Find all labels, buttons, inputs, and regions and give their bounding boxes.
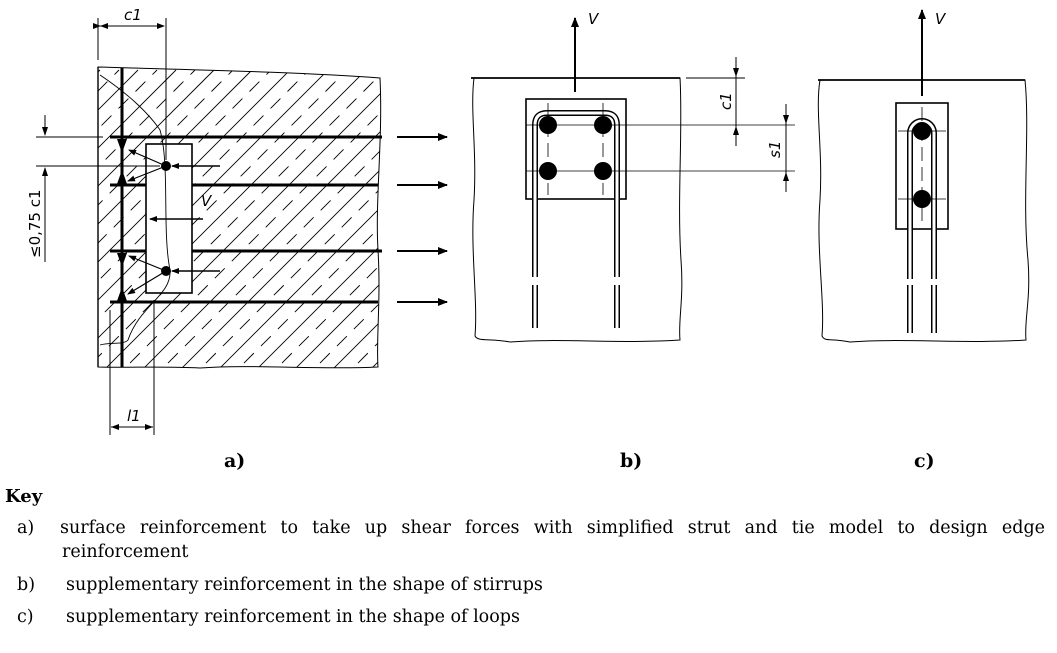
dimension-label-s1: s1: [766, 141, 784, 158]
panel-b-drawing: V c1 s1: [471, 10, 795, 343]
reinforcement-figure: V c1 ≤0,75 c1 l1: [26, 6, 1030, 435]
hatch-line: [169, 69, 381, 368]
panel-label-c: c): [914, 450, 935, 472]
dimension-label-c1: c1: [124, 6, 142, 24]
breakout-cone-curve: [99, 74, 171, 346]
dimension-label-spacing: ≤0,75 c1: [26, 189, 44, 258]
dimension-label-c1: c1: [717, 92, 735, 110]
concrete-member-outline: [817, 79, 1030, 343]
hatch-line: [321, 69, 381, 368]
hatch-line: [98, 69, 291, 368]
force-label-v: V: [201, 192, 213, 210]
hatch-line: [98, 69, 196, 368]
concrete-outline: [97, 66, 382, 369]
panel-a-drawing: V c1 ≤0,75 c1 l1: [26, 6, 784, 435]
key-title: Key: [5, 486, 43, 507]
hatch-line: [98, 69, 158, 368]
dimension-c1: [93, 18, 167, 160]
force-label-v: V: [935, 10, 947, 28]
key-text: supplementary reinforcement in the shape…: [66, 575, 543, 595]
dimension-label-l1: l1: [127, 407, 141, 425]
hatch-line: [436, 70, 746, 380]
hatch-line: [474, 70, 784, 380]
load-arrows: [397, 133, 448, 306]
panel-c-drawing: V: [817, 9, 1030, 343]
hatch-line: [98, 69, 381, 368]
hatch-line: [98, 69, 101, 368]
force-label-v: V: [588, 10, 600, 28]
hatch-line: [150, 69, 381, 368]
concrete-member-outline: [471, 77, 683, 343]
anchors: [539, 116, 612, 180]
hatch-line: [207, 69, 381, 368]
key-text-continued: reinforcement: [62, 542, 189, 562]
key-letter: c): [17, 607, 34, 627]
anchor-point: [913, 190, 931, 208]
hatch-line: [98, 69, 215, 368]
hatch-line: [359, 69, 381, 368]
hatch-line: [98, 69, 381, 368]
hatch-line: [283, 69, 381, 368]
hatch-line: [131, 69, 381, 368]
hatch-line: [98, 69, 367, 368]
hatch-line: [245, 69, 381, 368]
hatch-line: [398, 70, 708, 380]
dimension-spacing: [36, 115, 160, 262]
hatch-line: [188, 69, 381, 368]
dimension-l1: [109, 300, 155, 435]
key-letter: b): [17, 575, 36, 595]
anchor-plate: [525, 98, 627, 200]
hatch-line: [98, 69, 120, 368]
concrete-hatching: [98, 69, 784, 380]
hatch-line: [98, 69, 253, 368]
key-text: supplementary reinforcement in the shape…: [66, 607, 520, 627]
anchor-point: [913, 122, 931, 140]
hatch-line: [98, 69, 177, 368]
hatch-line: [112, 69, 381, 368]
hatch-line: [98, 69, 234, 368]
hatch-line: [98, 69, 272, 368]
anchor-plate: [895, 102, 949, 230]
key-text: surface reinforcement to take up shear f…: [60, 518, 1045, 538]
panel-label-a: a): [224, 450, 246, 472]
hatch-line: [302, 69, 381, 368]
hatch-line: [226, 69, 381, 368]
hatch-line: [264, 69, 381, 368]
key-letter: a): [17, 518, 35, 538]
panel-label-b: b): [620, 450, 643, 472]
hatch-line: [98, 69, 139, 368]
stirrup: [532, 110, 620, 328]
